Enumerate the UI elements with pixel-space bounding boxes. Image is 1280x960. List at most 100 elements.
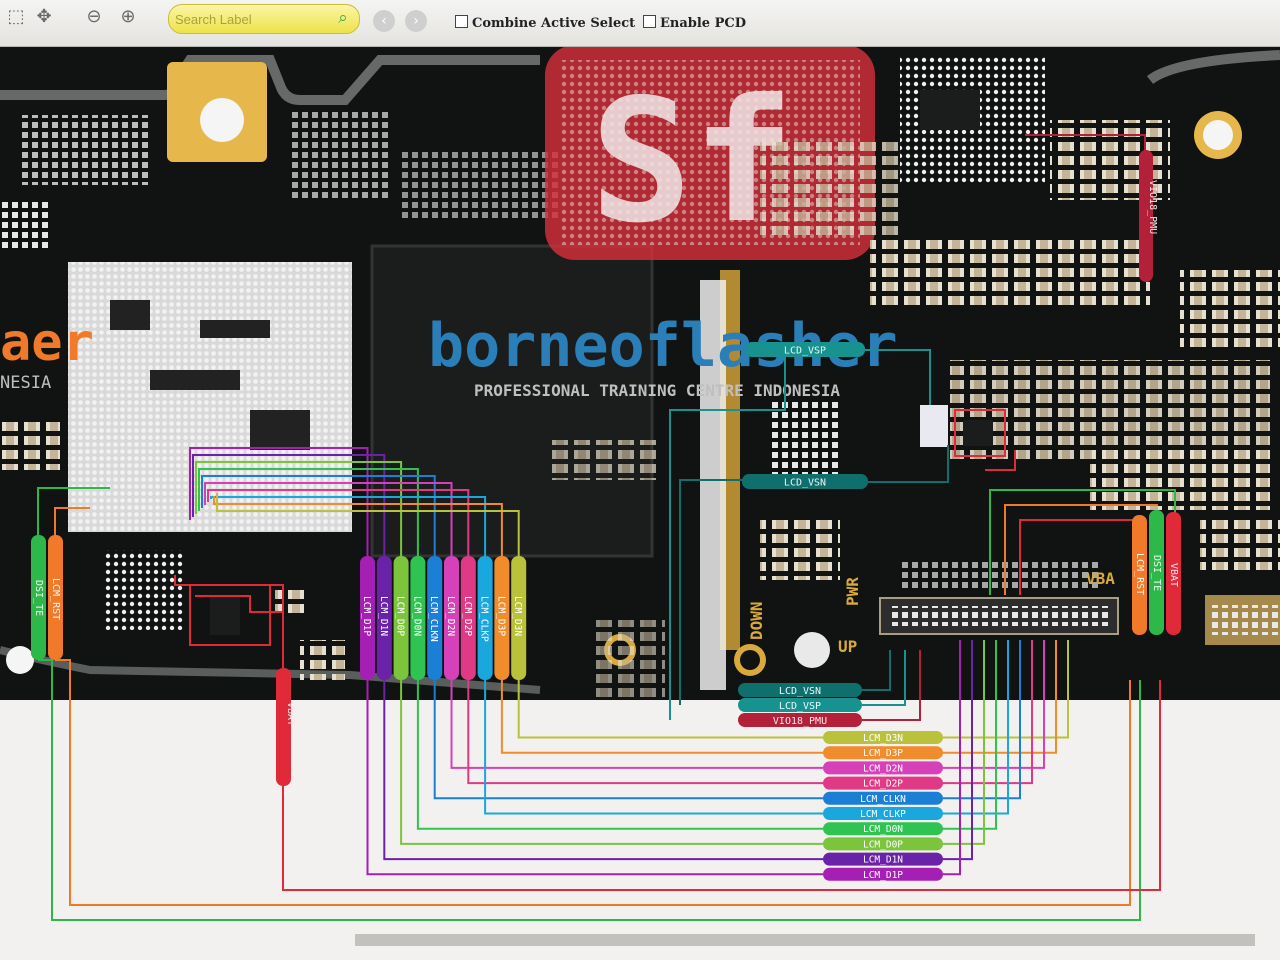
- trace-connector-lcm-d0n: [943, 640, 997, 830]
- vertical-label-lcm-d2n[interactable]: LCM_D2N: [444, 556, 459, 680]
- bottom-label-pill: [823, 791, 943, 805]
- label-lcd-vsp-top[interactable]: LCD_VSP: [745, 342, 865, 357]
- trace-upper-lcm-d1p: [189, 447, 369, 556]
- bottom-label-lcm-d0p[interactable]: LCM_D0P: [823, 837, 943, 851]
- trace-connector-lcm-d2n: [943, 640, 1045, 769]
- bottom-label-pill: [823, 731, 943, 744]
- trace-connector-top: [989, 489, 1176, 595]
- label-lcm-rst-right[interactable]: LCM_RST: [1132, 515, 1147, 635]
- combine-checkbox-box[interactable]: [455, 15, 468, 28]
- vertical-label-text: LCM_D1N: [378, 596, 389, 636]
- trace-connector-lcm-d3n: [943, 640, 1069, 739]
- bottom-label-text: LCM_D3P: [863, 748, 903, 759]
- bottom-label-text: LCM_D0P: [863, 839, 903, 850]
- bottom-label-lcm-clkn[interactable]: LCM_CLKN: [823, 791, 943, 805]
- label-lcd-vsn-mid-text: LCD_VSN: [784, 478, 826, 489]
- trace-lower-lcm-clkp: [484, 680, 823, 815]
- trace-lcd-vsp: [669, 356, 786, 720]
- label-vio18-pmu-low-text: VIO18_PMU: [773, 716, 827, 727]
- label-lcd-vsp-low-text: LCD_VSP: [779, 701, 821, 712]
- zoom-out-icon[interactable]: ⊖: [86, 6, 102, 27]
- bottom-label-lcm-d2p[interactable]: LCM_D2P: [823, 776, 943, 790]
- bottom-label-text: LCM_D3N: [863, 733, 903, 744]
- trace-lcd-vsp-low: [862, 650, 906, 706]
- trace-upper-lcm-clkp: [210, 496, 487, 556]
- vertical-label-pill: [477, 556, 493, 680]
- search-input[interactable]: [173, 7, 337, 31]
- bottom-label-lcm-d3n[interactable]: LCM_D3N: [823, 731, 943, 744]
- trace-lcd-vsn: [679, 479, 742, 705]
- bottom-label-lcm-d1p[interactable]: LCM_D1P: [823, 867, 943, 881]
- bottom-label-pill: [823, 867, 943, 881]
- pwr-text: PWR: [843, 577, 862, 606]
- bottom-label-pill: [823, 761, 943, 775]
- bottom-label-pill: [823, 852, 943, 866]
- bottom-label-lcm-d2n[interactable]: LCM_D2N: [823, 761, 943, 775]
- label-lcm-rst-right-text: LCM_RST: [1134, 553, 1145, 595]
- vertical-label-lcm-d3p[interactable]: LCM_D3P: [494, 556, 510, 680]
- search-icon[interactable]: ⌕: [338, 8, 348, 28]
- trace-upper-lcm-d0p: [195, 461, 403, 556]
- trace-lower-lcm-clkn: [433, 680, 823, 800]
- bottom-label-pill: [823, 822, 943, 836]
- trace-vbat-bottom: [282, 680, 1161, 891]
- vertical-label-pill: [460, 556, 476, 680]
- label-vio18-pmu-side[interactable]: VIO18_PMU: [1139, 150, 1158, 282]
- signal-traces: [37, 134, 1176, 921]
- down-text: DOWN: [747, 601, 766, 640]
- vertical-label-lcm-d3n[interactable]: LCM_D3N: [511, 556, 527, 680]
- label-dsi-te-left[interactable]: DSI_TE: [31, 535, 46, 660]
- trace-lower-lcm-d1n: [383, 680, 823, 861]
- enable-pcd-checkbox-box[interactable]: [643, 15, 656, 28]
- bottom-label-text: LCM_D0N: [863, 824, 903, 835]
- trace-lcm-rst-bottom: [55, 659, 1131, 906]
- bottom-label-lcm-d0n[interactable]: LCM_D0N: [823, 822, 943, 836]
- vertical-label-lcm-clkp[interactable]: LCM_CLKP: [477, 556, 493, 680]
- horizontal-scrollbar[interactable]: [355, 934, 1255, 946]
- bottom-label-lcm-d1n[interactable]: LCM_D1N: [823, 852, 943, 866]
- label-vio18-pmu-low[interactable]: VIO18_PMU: [738, 713, 862, 727]
- trace-connector-top2: [1004, 504, 1158, 595]
- label-lcd-vsn-low-text: LCD_VSN: [779, 686, 821, 697]
- toolbar: ⬚ ✥ ⊖ ⊕ ⌕ ‹ › Combine Active Select Enab…: [0, 0, 1280, 47]
- combine-active-select-checkbox[interactable]: Combine Active Select: [455, 15, 635, 31]
- bottom-label-text: LCM_D1N: [863, 855, 903, 866]
- vertical-label-lcm-d0p[interactable]: LCM_D0P: [393, 556, 409, 680]
- trace-lower-lcm-d2n: [450, 680, 823, 769]
- select-tool-icon[interactable]: ⬚: [7, 6, 25, 27]
- next-button[interactable]: ›: [405, 10, 427, 32]
- label-lcm-rst-left[interactable]: LCM_RST: [48, 535, 63, 660]
- zoom-in-icon[interactable]: ⊕: [120, 6, 136, 27]
- vertical-label-pill: [360, 556, 375, 680]
- vertical-label-lcm-d0n[interactable]: LCM_D0N: [410, 556, 426, 680]
- vertical-label-lcm-d1p[interactable]: LCM_D1P: [360, 556, 375, 680]
- trace-upper-lcm-d3p: [213, 496, 503, 556]
- pan-tool-icon[interactable]: ✥: [36, 6, 52, 27]
- label-lcd-vsn-mid[interactable]: LCD_VSN: [742, 474, 868, 489]
- vertical-label-pill: [410, 556, 426, 680]
- bottom-label-lcm-d3p[interactable]: LCM_D3P: [823, 746, 943, 760]
- trace-upper-lcm-d3n: [216, 493, 520, 556]
- vertical-label-pill: [511, 556, 527, 680]
- vertical-label-text: LCM_CLKP: [479, 596, 490, 642]
- label-vbat-left[interactable]: VBAT: [276, 668, 296, 786]
- label-dsi-te-right[interactable]: DSI_TE: [1149, 510, 1164, 635]
- vertical-label-lcm-d2p[interactable]: LCM_D2P: [460, 556, 476, 680]
- trace-connector-lcm-d1p: [943, 640, 961, 876]
- label-lcd-vsn-low[interactable]: LCD_VSN: [738, 683, 862, 697]
- vertical-label-lcm-clkn[interactable]: LCM_CLKN: [427, 556, 443, 680]
- previous-button[interactable]: ‹: [373, 10, 395, 32]
- label-vbat-right[interactable]: VBAT: [1166, 512, 1181, 635]
- trace-upper-lcm-d2p: [207, 489, 470, 556]
- bottom-label-lcm-clkp[interactable]: LCM_CLKP: [823, 807, 943, 820]
- vertical-label-lcm-d1n[interactable]: LCM_D1N: [376, 556, 392, 680]
- trace-lower-lcm-d0p: [400, 680, 823, 845]
- enable-pcd-checkbox[interactable]: Enable PCD: [643, 15, 746, 31]
- label-lcd-vsp-low[interactable]: LCD_VSP: [738, 698, 862, 712]
- trace-lcd-vsn-b: [868, 445, 949, 483]
- label-dsi-te-right-text: DSI_TE: [1151, 555, 1162, 591]
